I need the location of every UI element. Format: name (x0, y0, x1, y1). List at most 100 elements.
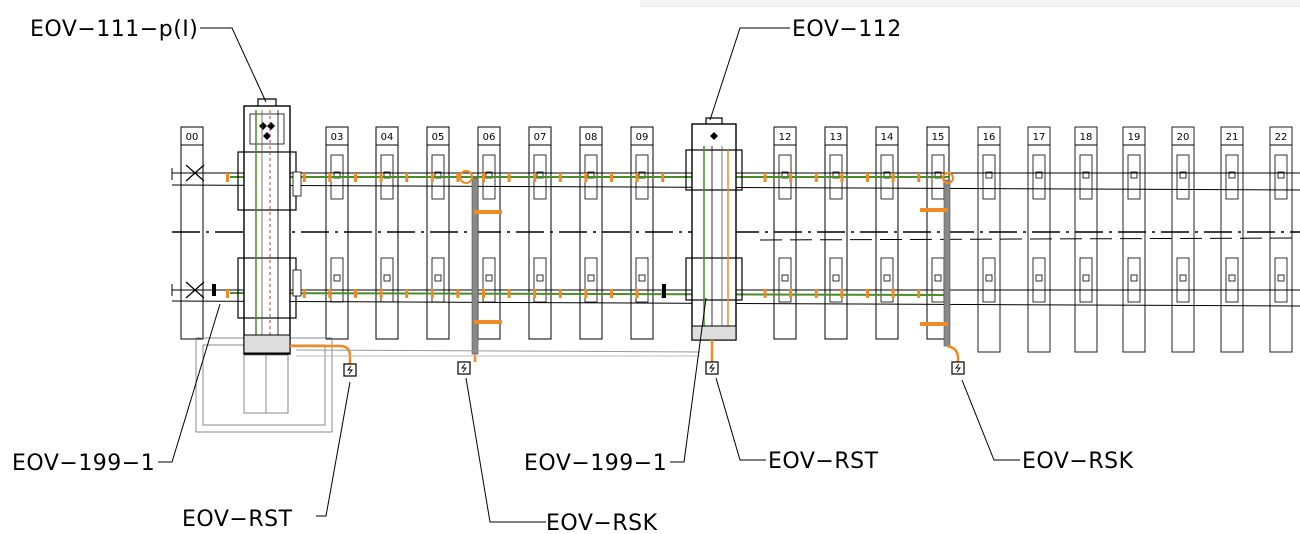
rail-clamp (430, 289, 434, 298)
rail-clamp (507, 289, 511, 298)
rail-clamp (891, 289, 895, 298)
junction-box-icon (705, 361, 719, 375)
leader-eov-199-left (158, 303, 221, 463)
sleeper-number: 22 (1275, 132, 1288, 143)
rail-clamp (840, 289, 844, 298)
rail-clamp (584, 173, 588, 182)
rail-clamp (866, 289, 869, 298)
sleeper: 00 (180, 126, 204, 340)
label-eov-199-mid: EOV−199−1 (524, 451, 667, 476)
machine-tab (705, 117, 723, 124)
green-cable-lower (229, 292, 951, 296)
junction-box-icon (343, 363, 357, 377)
sleeper: 17 (1027, 126, 1051, 353)
sleeper-number: 17 (1033, 132, 1046, 143)
machine-base (243, 334, 291, 354)
sleeper-number: 16 (983, 132, 996, 143)
sleeper: 21 (1220, 126, 1244, 353)
callout-labels: EOV−111−p(I) EOV−112 EOV−199−1 EOV−RST E… (12, 17, 1134, 534)
label-eov-111: EOV−111−p(I) (30, 17, 198, 42)
sleeper-number: 05 (432, 132, 445, 143)
machine-lower-block (685, 257, 743, 301)
label-eov-rsk-left: EOV−RSK (546, 511, 658, 534)
leader-eov-199-mid (670, 297, 707, 463)
sleeper: 13 (824, 126, 848, 340)
sleeper-number: 00 (186, 132, 199, 143)
sleeper: 22 (1269, 126, 1293, 353)
rail-clamp (789, 289, 793, 298)
sleeper: 07 (528, 126, 552, 340)
rail-clamp (584, 289, 588, 298)
diverging-centerline (759, 237, 1300, 241)
label-eov-rsk-right: EOV−RSK (1022, 449, 1134, 474)
rail-clamp (891, 173, 895, 182)
rail-clamp (763, 173, 767, 182)
sleeper: 14 (875, 126, 899, 340)
cross-mark (185, 164, 205, 182)
rail-clamp (405, 289, 409, 298)
sleeper: 06 (477, 126, 501, 340)
rail-clamp (302, 173, 306, 182)
label-eov-199-left: EOV−199−1 (12, 451, 155, 476)
rsk-head (942, 172, 954, 184)
rail-clamp (635, 289, 639, 298)
machine-head-marks (259, 122, 275, 140)
label-eov-112: EOV−112 (792, 17, 902, 42)
rail-clamp (558, 173, 562, 182)
sleeper: 19 (1122, 126, 1146, 353)
rail-clamp (917, 289, 921, 298)
rail-clamp (226, 173, 229, 182)
rail-clamp (405, 173, 409, 182)
machine-base (691, 325, 737, 341)
rail-clamp (379, 173, 383, 182)
sleeper-number: 13 (830, 132, 843, 143)
sleeper-number: 21 (1226, 132, 1239, 143)
sleeper: 20 (1171, 126, 1195, 353)
cross-mark (185, 281, 205, 299)
gauge-mark (662, 284, 666, 298)
sleeper: 04 (375, 126, 399, 340)
sleeper: 03 (325, 126, 349, 340)
machine-tab (257, 98, 277, 106)
sleeper: 05 (426, 126, 450, 340)
machine-eov-112 (685, 117, 743, 341)
sleeper-number: 14 (881, 132, 894, 143)
rail-clamp (328, 289, 332, 298)
rail-clamp (533, 289, 537, 298)
link-rod-grey (295, 349, 701, 353)
leader-eov-rst-mid (715, 377, 766, 461)
green-cables (229, 176, 951, 296)
machine-head-marks (710, 132, 718, 140)
rail-clamp (456, 173, 460, 182)
rsk-rod-left (471, 177, 479, 355)
leader-lines (158, 27, 1020, 523)
rail-clamp (226, 289, 229, 298)
rail-clamp (354, 173, 357, 182)
rail-clamp (507, 173, 511, 182)
rail-clamp (354, 289, 357, 298)
sleeper: 08 (579, 126, 603, 340)
rail-clamp (814, 289, 818, 298)
leader-eov-111 (200, 27, 267, 103)
rail-clamp (610, 289, 613, 298)
sleeper: 12 (773, 126, 797, 340)
rail-clamp (635, 173, 639, 182)
sleeper-number: 18 (1080, 132, 1093, 143)
machine-body (243, 105, 291, 355)
sleeper: 09 (630, 126, 654, 340)
cable-to-rsk-right (946, 344, 960, 364)
rail-clamp (456, 289, 460, 298)
top-toolbar-strip (640, 0, 1300, 7)
rsk-clamp (474, 210, 502, 214)
sleeper-number: 15 (932, 132, 945, 143)
rsk-head (459, 170, 473, 184)
leader-eov-rst-left (316, 381, 351, 517)
sleeper-number: 04 (381, 132, 394, 143)
rail-clamp (482, 289, 485, 298)
rail-clamp (430, 173, 434, 182)
rsk-clamp (920, 322, 948, 326)
rail-clamp (302, 289, 306, 298)
rail-clamp (763, 289, 767, 298)
machine-side-lug (292, 171, 302, 197)
machine-body (691, 123, 737, 341)
